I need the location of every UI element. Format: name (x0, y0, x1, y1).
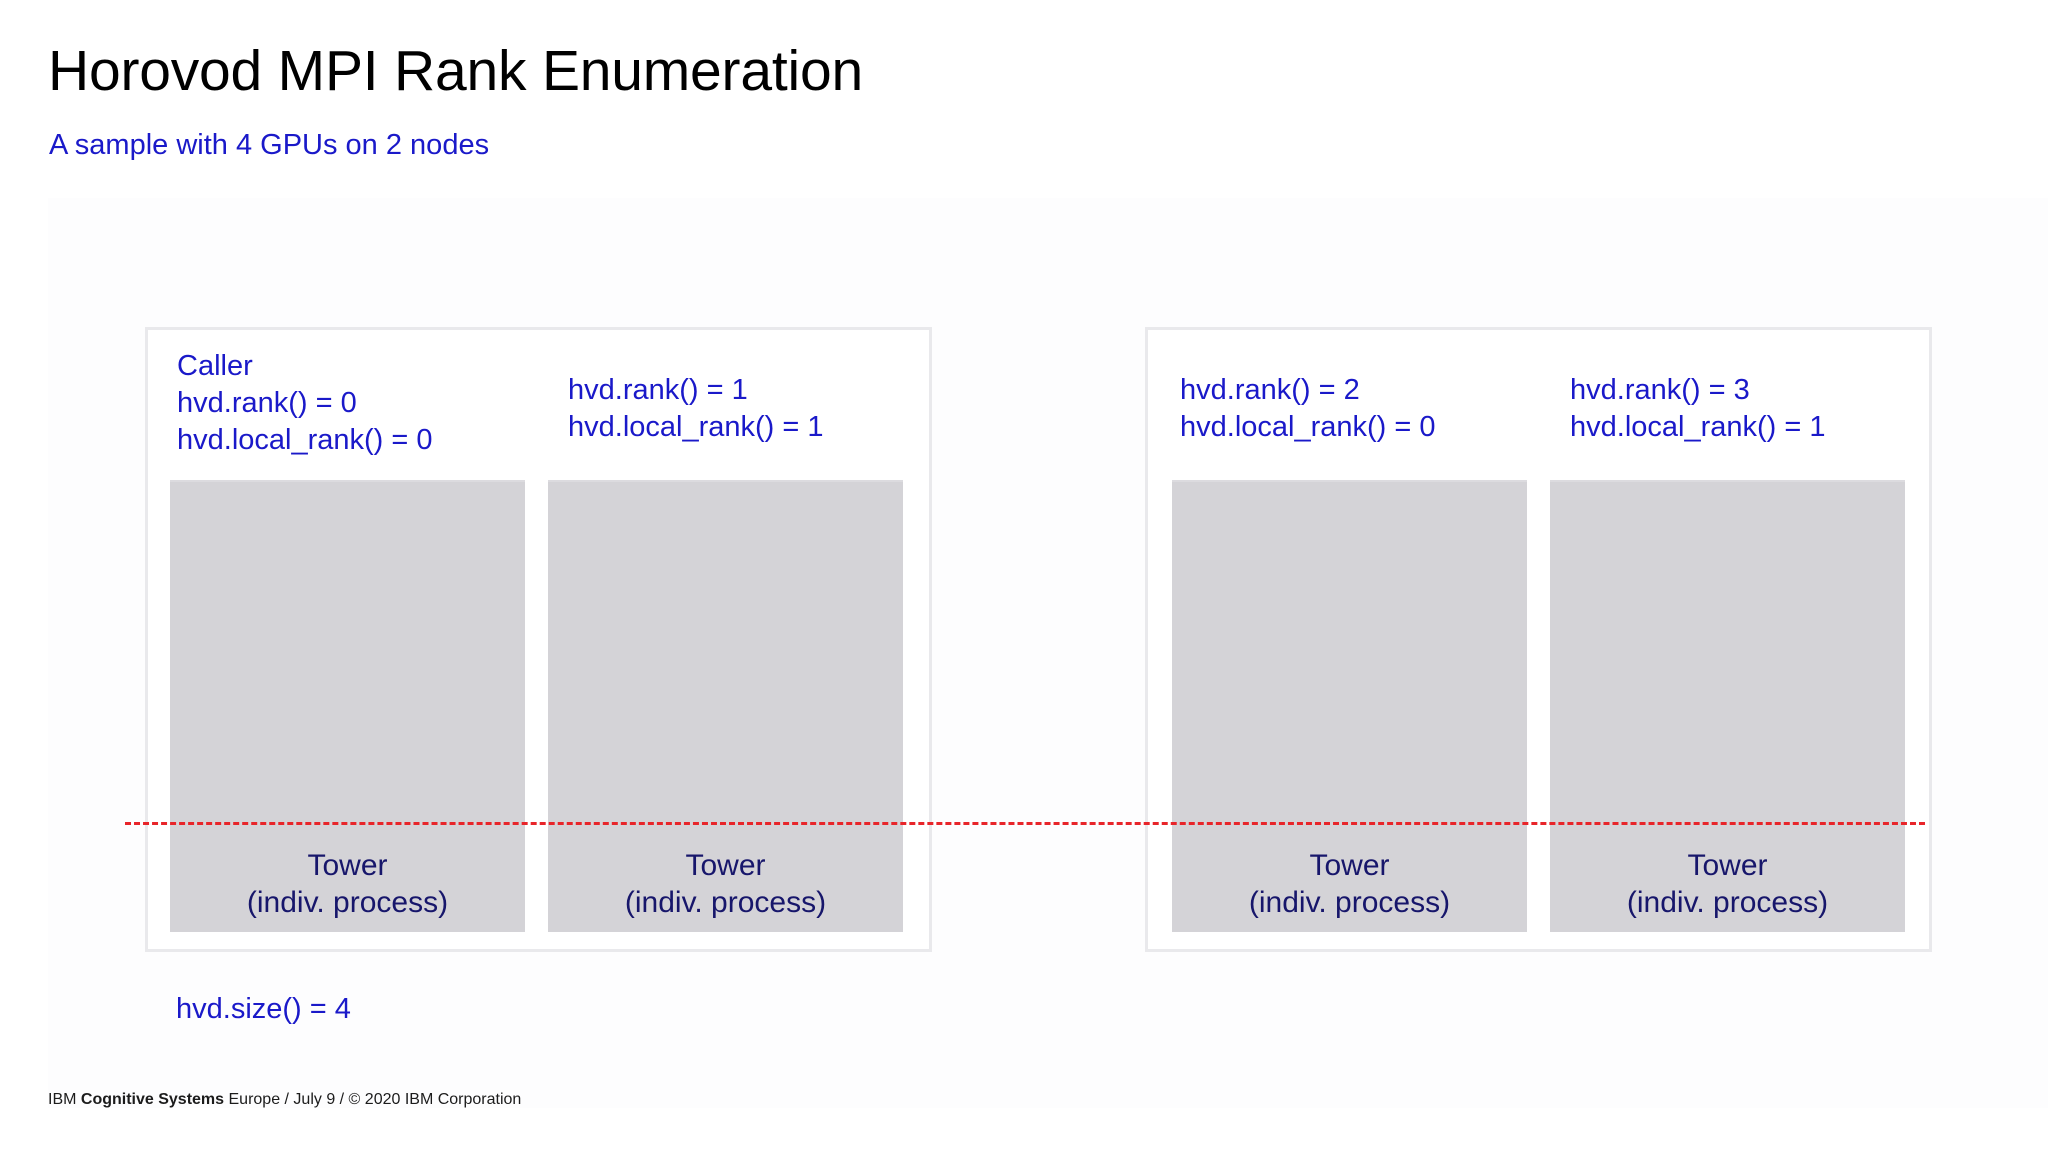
rank-label-gpu-2: hvd.rank() = 2 hvd.local_rank() = 0 (1180, 372, 1436, 446)
rank-line-gpu-3: hvd.rank() = 3 (1570, 374, 1750, 406)
rank-line-gpu-2: hvd.rank() = 2 (1180, 374, 1360, 406)
rank-label-gpu-1: hvd.rank() = 1 hvd.local_rank() = 1 (568, 372, 824, 446)
rank-label-gpu-3: hvd.rank() = 3 hvd.local_rank() = 1 (1570, 372, 1826, 446)
network-boundary-line (125, 822, 1925, 825)
page-title: Horovod MPI Rank Enumeration (48, 39, 863, 103)
tower-box-gpu-3: Tower (indiv. process) (1550, 480, 1905, 932)
caller-label-gpu-0: Caller (177, 350, 253, 382)
footer-brand-prefix: IBM (48, 1091, 81, 1108)
local-rank-line-gpu-3: hvd.local_rank() = 1 (1570, 411, 1826, 443)
footer-meta: Europe / July 9 / © 2020 IBM Corporation (224, 1091, 522, 1108)
page-subtitle: A sample with 4 GPUs on 2 nodes (49, 129, 490, 161)
footer-brand-name: Cognitive Systems (80, 1091, 225, 1108)
slide-footer: IBM Cognitive Systems Europe / July 9 / … (48, 1090, 521, 1110)
tower-caption-gpu-2: Tower (indiv. process) (1172, 847, 1527, 921)
tower-box-gpu-1: Tower (indiv. process) (548, 480, 903, 932)
tower-caption-gpu-3: Tower (indiv. process) (1550, 847, 1905, 921)
local-rank-line-gpu-0: hvd.local_rank() = 0 (177, 424, 433, 456)
tower-title-gpu-1: Tower (685, 849, 766, 882)
local-rank-line-gpu-1: hvd.local_rank() = 1 (568, 411, 824, 443)
tower-subtitle-gpu-0: (indiv. process) (246, 886, 449, 919)
tower-subtitle-gpu-2: (indiv. process) (1248, 886, 1451, 919)
tower-box-gpu-0: Tower (indiv. process) (170, 480, 525, 932)
rank-line-gpu-0: hvd.rank() = 0 (177, 387, 357, 419)
hvd-size-note: hvd.size() = 4 (176, 993, 351, 1025)
tower-title-gpu-3: Tower (1687, 849, 1768, 882)
local-rank-line-gpu-2: hvd.local_rank() = 0 (1180, 411, 1436, 443)
tower-title-gpu-2: Tower (1309, 849, 1390, 882)
tower-subtitle-gpu-1: (indiv. process) (624, 886, 827, 919)
tower-caption-gpu-1: Tower (indiv. process) (548, 847, 903, 921)
tower-box-gpu-2: Tower (indiv. process) (1172, 480, 1527, 932)
tower-title-gpu-0: Tower (307, 849, 388, 882)
rank-label-gpu-0: Caller hvd.rank() = 0 hvd.local_rank() =… (177, 348, 433, 459)
tower-subtitle-gpu-3: (indiv. process) (1626, 886, 1829, 919)
tower-caption-gpu-0: Tower (indiv. process) (170, 847, 525, 921)
rank-line-gpu-1: hvd.rank() = 1 (568, 374, 748, 406)
